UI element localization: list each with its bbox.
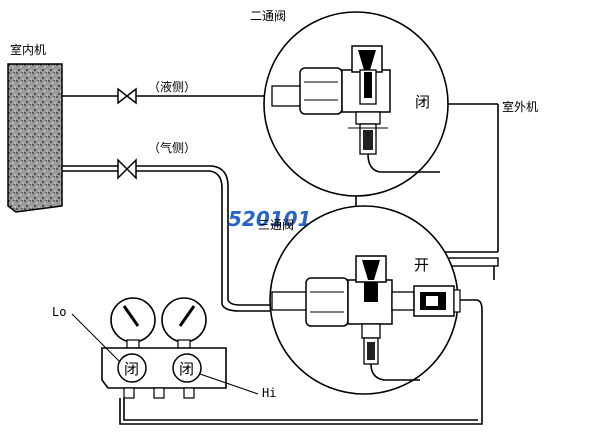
hi-valve-knob	[172, 353, 202, 383]
liquid-side-label: （液侧）	[148, 79, 196, 94]
three-way-valve-detail	[269, 205, 483, 404]
lo-valve-state: 闭	[124, 360, 139, 378]
outdoor-unit-label: 室外机	[502, 99, 538, 114]
manifold-gauge	[101, 297, 483, 425]
two-way-valve-state: 闭	[415, 93, 430, 111]
liquid-line-valve	[117, 87, 137, 105]
gas-line-valve	[117, 158, 137, 180]
gas-line	[62, 165, 308, 312]
indoor-unit-label: 室内机	[10, 42, 46, 57]
two-way-valve-detail	[263, 11, 449, 197]
lo-gauge-needle	[122, 305, 140, 327]
hi-label: Hi	[262, 386, 276, 400]
outdoor-unit-line	[435, 103, 499, 280]
lo-leader	[71, 313, 121, 363]
hi-gauge-needle	[178, 305, 196, 327]
lo-valve-knob	[117, 353, 147, 383]
three-way-valve-label: 三通阀	[258, 218, 294, 232]
hi-valve-state: 闭	[179, 360, 194, 378]
gas-side-label: （气侧）	[148, 140, 196, 155]
two-way-valve-label: 二通阀	[250, 9, 286, 23]
indoor-unit	[7, 63, 63, 213]
lo-label: Lo	[52, 305, 66, 319]
three-way-valve-state: 开	[414, 256, 429, 274]
hi-leader	[199, 373, 259, 395]
